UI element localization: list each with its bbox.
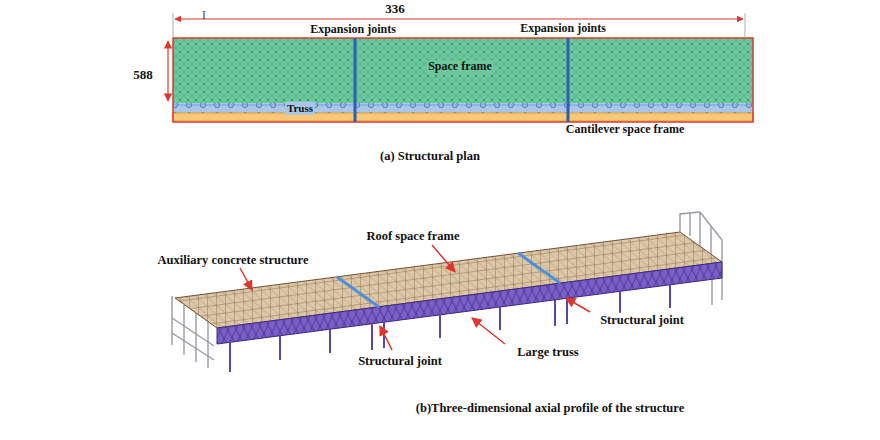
expansion-joint-line	[354, 38, 357, 122]
callout-label: Structural joint	[356, 354, 444, 368]
figure-caption: (b)Three-dimensional axial profile of th…	[414, 401, 686, 415]
front-columns	[230, 285, 670, 372]
figure-caption: (a) Structural plan	[378, 149, 482, 163]
structural-plan	[168, 13, 753, 122]
dimension-value: 588	[131, 68, 155, 83]
callout-label: Structural joint	[598, 313, 686, 327]
callout-label: Auxiliary concrete structure	[156, 253, 311, 267]
structural-joint-line	[337, 277, 379, 307]
dimension-line	[175, 19, 743, 20]
plan-outline	[173, 38, 753, 122]
dimension-line	[167, 41, 168, 101]
dimension-value: 336	[383, 2, 407, 17]
structure-3d	[172, 212, 722, 372]
callout-label: Expansion joints	[518, 22, 608, 36]
callout-label: Large truss	[515, 345, 580, 359]
callout-label: Expansion joints	[308, 23, 398, 37]
dimension-tick	[745, 13, 746, 38]
truss-band	[173, 103, 753, 113]
structural-joint-line	[518, 253, 560, 283]
expansion-joint-line	[567, 38, 570, 122]
callout-label: Roof space frame	[364, 229, 461, 243]
region-label: Truss	[285, 102, 315, 115]
region-label: Space frame	[426, 60, 494, 74]
callout-label: Cantilever space frame	[564, 123, 686, 137]
dimension-tick	[173, 13, 174, 38]
space-frame-grid	[173, 38, 753, 103]
large-truss	[217, 262, 722, 344]
cursor-mark: I	[200, 8, 208, 23]
cantilever-band	[173, 113, 753, 121]
